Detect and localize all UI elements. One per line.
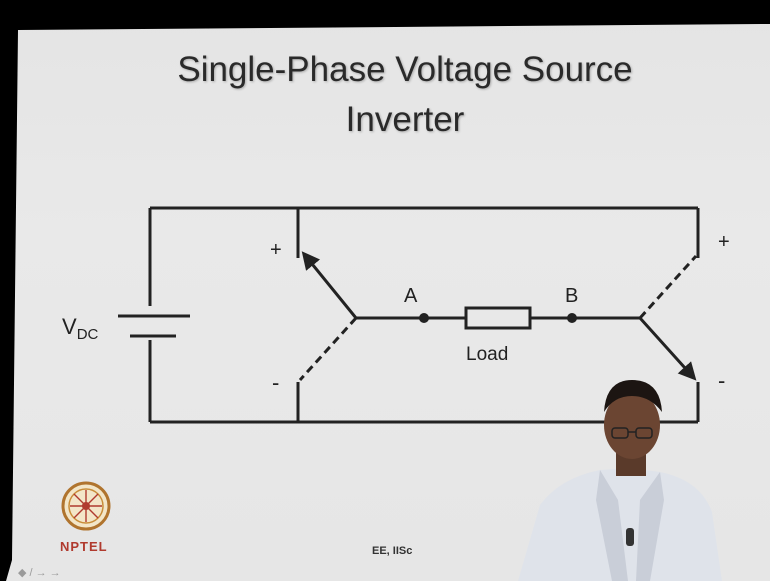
left-bottom-polarity: - xyxy=(272,370,279,395)
node-a-dot xyxy=(419,313,429,323)
node-b-dot xyxy=(567,313,577,323)
right-top-polarity: + xyxy=(718,231,730,253)
left-lower-switch xyxy=(298,316,358,382)
slide-navigation-hint: ◆ / → → xyxy=(18,567,61,579)
vdc-label: VDC xyxy=(62,314,99,343)
node-b-label: B xyxy=(565,285,578,307)
right-upper-switch xyxy=(638,254,698,320)
right-lower-switch xyxy=(638,316,697,381)
left-upper-switch xyxy=(301,251,358,319)
presenter-figure xyxy=(518,380,722,581)
nptel-logo-text: NPTEL xyxy=(60,539,108,554)
battery-symbol xyxy=(118,314,190,338)
load-resistor xyxy=(464,306,532,330)
lapel-microphone-icon xyxy=(626,528,634,546)
slide-title-line-2: Inverter xyxy=(345,100,465,139)
left-top-polarity: + xyxy=(270,239,282,261)
node-a-label: A xyxy=(404,285,418,307)
slide-footer: EE, IISc xyxy=(372,545,413,557)
load-label: Load xyxy=(466,344,508,365)
nptel-emblem-icon xyxy=(61,481,111,531)
nptel-logo: NPTEL xyxy=(60,480,120,554)
slide-title-line-1: Single-Phase Voltage Source xyxy=(177,50,633,89)
right-bottom-polarity: - xyxy=(718,368,725,393)
